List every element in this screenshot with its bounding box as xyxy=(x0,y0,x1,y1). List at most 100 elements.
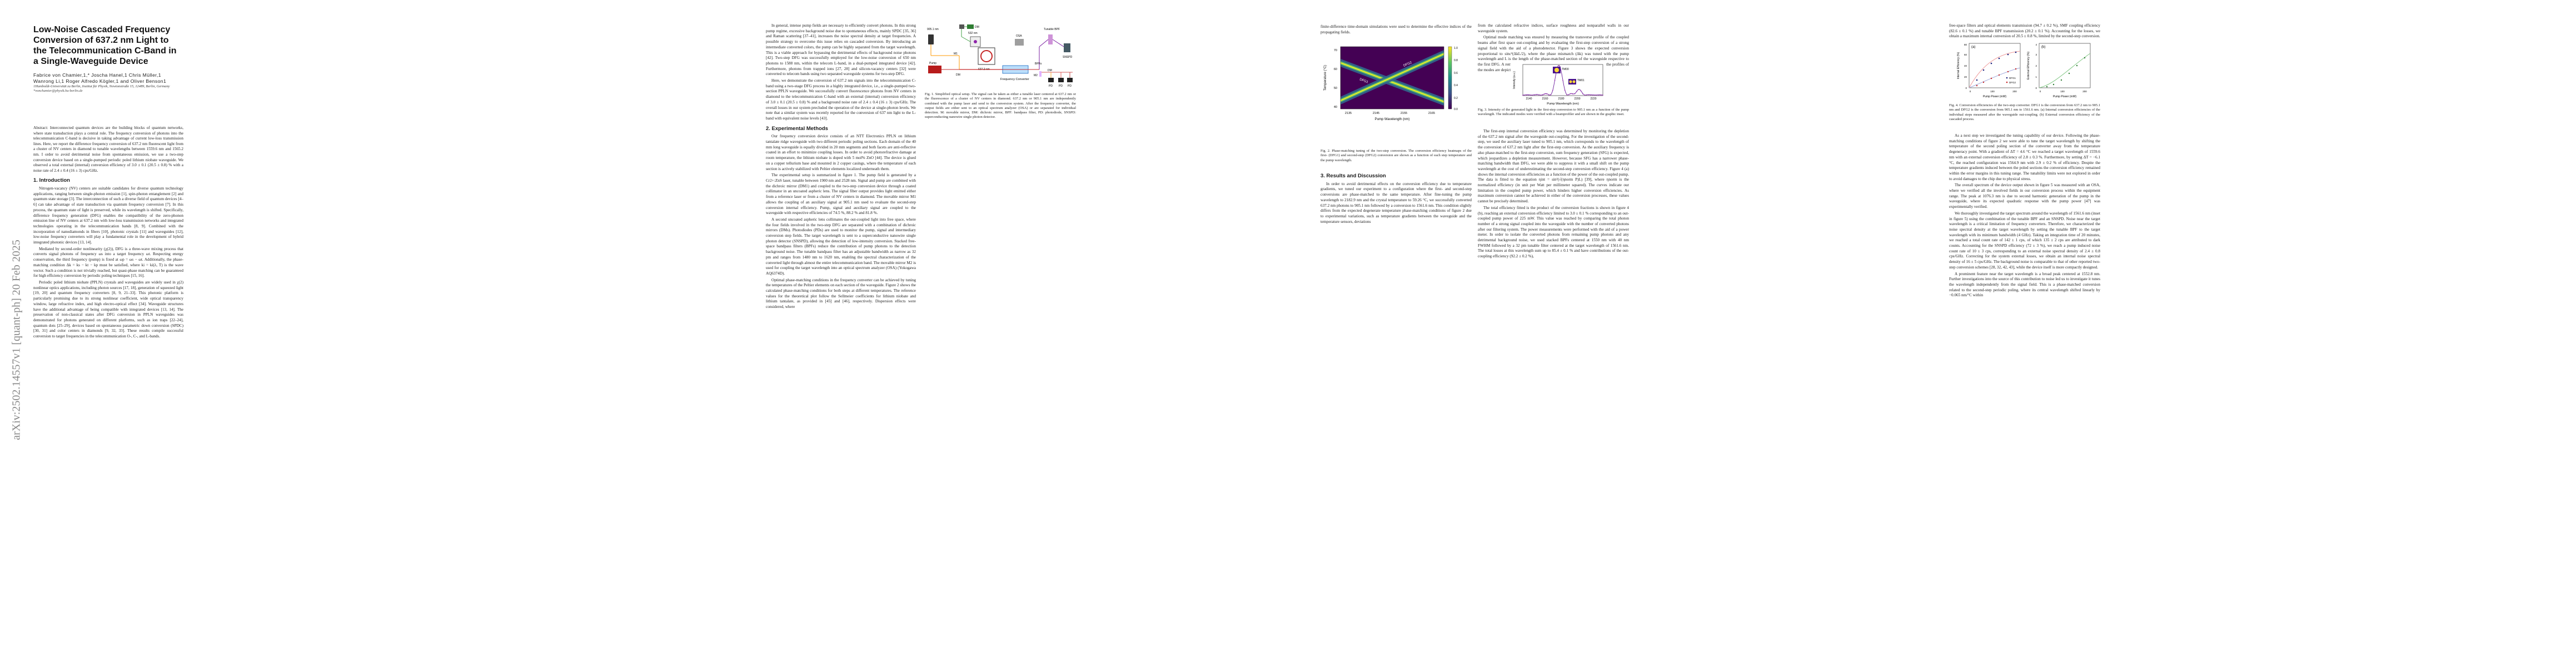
label-dm-top: DM xyxy=(975,26,979,29)
fig3-point xyxy=(1570,93,1572,94)
page-2: In general, intense pump fields are nece… xyxy=(644,0,1288,667)
osa-icon xyxy=(1015,39,1024,46)
laser-532-icon xyxy=(967,24,974,29)
p3-paragraph-top: from the calculated refractive indices, … xyxy=(1478,23,1629,33)
fig3-point xyxy=(1552,89,1553,91)
authors-line-2: Wanrong Li,1 Roger Alfredo Kögler,1 and … xyxy=(33,78,167,84)
fig3-xtick-2: 2180 xyxy=(1558,97,1564,101)
fig3-point xyxy=(1596,94,1597,96)
ytick-40: 40 xyxy=(1334,106,1337,109)
intro-paragraph-1: Nitrogen-vacancy (NV) centers are suitab… xyxy=(33,186,183,245)
figure-4-efficiency: (a) DFG1 DFG2 0 20 40 60 80 Internal Eff… xyxy=(1955,41,2094,102)
authors-line-1: Fabrice von Chamier,1,* Joscha Hanel,1 C… xyxy=(33,72,161,78)
p4-paragraph-4: We thoroughly investigated the target sp… xyxy=(1949,211,2100,270)
xtick-b-200: 200 xyxy=(2082,90,2087,93)
panel-b-label: (b) xyxy=(2041,46,2045,49)
ytick-a-20: 20 xyxy=(1964,76,1967,78)
fig3-xlabel: Pump Wavelength (nm) xyxy=(1547,102,1579,106)
p4-paragraph-5: A prominent feature near the target wave… xyxy=(1949,271,2100,298)
xtick-b-100: 100 xyxy=(2060,90,2065,93)
fig3-point xyxy=(1546,93,1547,94)
label-905: 905.1 nm xyxy=(927,28,939,31)
fig3-point xyxy=(1522,94,1523,96)
label-pump: Pump xyxy=(929,62,936,65)
panel-b-frame xyxy=(2039,43,2091,88)
cbar-0-6: 0.6 xyxy=(1454,72,1458,75)
pump-laser-icon xyxy=(928,66,941,73)
paper-title: Low-Noise Cascaded Frequency Conversion … xyxy=(33,25,177,66)
label-m1: M1 xyxy=(954,52,958,56)
fig3-point xyxy=(1554,79,1556,81)
panel-a-frame xyxy=(1969,43,2021,88)
fig3-xtick-3: 2200 xyxy=(1574,97,1580,101)
xlabel-b: Pump Power (mW) xyxy=(2053,95,2077,98)
fiber-coil-icon xyxy=(978,47,995,65)
fig3-point xyxy=(1566,94,1567,96)
p3-paragraph-4: The first-step internal conversion effic… xyxy=(1478,129,1629,204)
fig3-point xyxy=(1580,90,1582,92)
fig3-point xyxy=(1574,93,1576,94)
section-1-heading: 1. Introduction xyxy=(33,177,70,184)
arxiv-stamp: arXiv:2502.14557v1 [quant-ph] 20 Feb 202… xyxy=(10,240,23,440)
ytick-b-3: 3 xyxy=(2035,53,2037,56)
p4-paragraph-3: The overall spectrum of the device outpu… xyxy=(1949,183,2100,210)
label-bpfs: BPFs xyxy=(1035,62,1042,66)
fig3-point xyxy=(1572,93,1573,94)
xtick-b-0: 0 xyxy=(2040,90,2041,93)
fig3-point xyxy=(1528,94,1529,96)
section-2-heading: 2. Experimental Methods xyxy=(766,125,828,132)
figure-1-caption: Fig. 1. Simplified optical setup. The si… xyxy=(925,92,1076,120)
fig3-points xyxy=(1522,65,1603,96)
label-tm00: TM00 xyxy=(1562,68,1569,71)
fig3-point xyxy=(1562,79,1563,81)
ylabel-b: External Efficiency (%) xyxy=(2027,52,2030,80)
intro-paragraph-3: Periodic poled lithium niobate (PPLN) cr… xyxy=(33,280,183,339)
p4-paragraph-2: As a next step we investigated the tunin… xyxy=(1949,133,2100,181)
ytick-50: 50 xyxy=(1334,87,1337,90)
p3-paragraph-5: The total efficiency fitted is the produ… xyxy=(1478,205,1629,259)
affiliation: 1Humboldt-Universität zu Berlin, Institu… xyxy=(33,84,170,88)
photodiode-icon-3 xyxy=(1067,78,1073,82)
label-dm-1: DM xyxy=(956,73,960,77)
legend-dfg2: DFG2 xyxy=(2009,81,2016,84)
intro-paragraph-2: Mediated by second-order nonlinearity (χ… xyxy=(33,246,183,278)
label-tunable-bpf: Tunable BPF xyxy=(1044,28,1060,31)
fig3-xtick-4: 2220 xyxy=(1590,97,1596,101)
fig3-point xyxy=(1586,94,1587,96)
ytick-b-1: 1 xyxy=(2035,76,2037,78)
p2-paragraph-6: Optimal phase-matching conditions in the… xyxy=(766,277,916,310)
page-3: finite-difference time-domain simulation… xyxy=(1288,0,1932,667)
fig3-point xyxy=(1576,91,1577,92)
p4-paragraph-1: free-space filters and optical elements … xyxy=(1949,23,2100,39)
xtick-2165: 2165 xyxy=(1428,112,1435,115)
photodiode-icon-1 xyxy=(1048,78,1054,82)
panel-a-label: (a) xyxy=(1971,46,1975,49)
cbar-0-2: 0.2 xyxy=(1454,97,1458,100)
ytick-b-0: 0 xyxy=(2035,87,2037,89)
cbar-0-4: 0.4 xyxy=(1454,84,1458,87)
fig3-ylabel: Intensity (a.u.) xyxy=(1513,71,1516,89)
figure-3-caption: Fig. 3. Intensity of the generated light… xyxy=(1478,108,1629,117)
fig3-xtick-1: 2160 xyxy=(1542,97,1548,101)
legend-dfg1: DFG1 xyxy=(2009,77,2016,79)
points-dfg1-a xyxy=(1976,51,2017,81)
fig3-point xyxy=(1592,94,1593,96)
ytick-70: 70 xyxy=(1334,49,1337,52)
label-snspd: SNSPD xyxy=(1063,56,1073,59)
xtick-a-200: 200 xyxy=(2012,90,2017,93)
fig3-xtick-0: 2140 xyxy=(1526,97,1532,101)
p2-paragraph-5: A second uncoated aspheric lens collimat… xyxy=(766,217,916,276)
label-pd-3: PD xyxy=(1068,84,1072,88)
fig3-point xyxy=(1560,69,1562,71)
ytick-b-4: 4 xyxy=(2035,43,2037,46)
label-dm-2: DM xyxy=(1048,69,1052,72)
fig3-point xyxy=(1590,94,1592,96)
label-532: 532 nm xyxy=(968,32,978,35)
fig3-point xyxy=(1534,94,1536,96)
cbar-0-8: 0.8 xyxy=(1454,59,1458,62)
points-total-b xyxy=(2046,57,2086,88)
fig3-point xyxy=(1540,94,1542,96)
fig3-point xyxy=(1588,94,1590,96)
label-m2: M2 xyxy=(1034,74,1038,77)
ytick-a-0: 0 xyxy=(1965,87,1967,89)
